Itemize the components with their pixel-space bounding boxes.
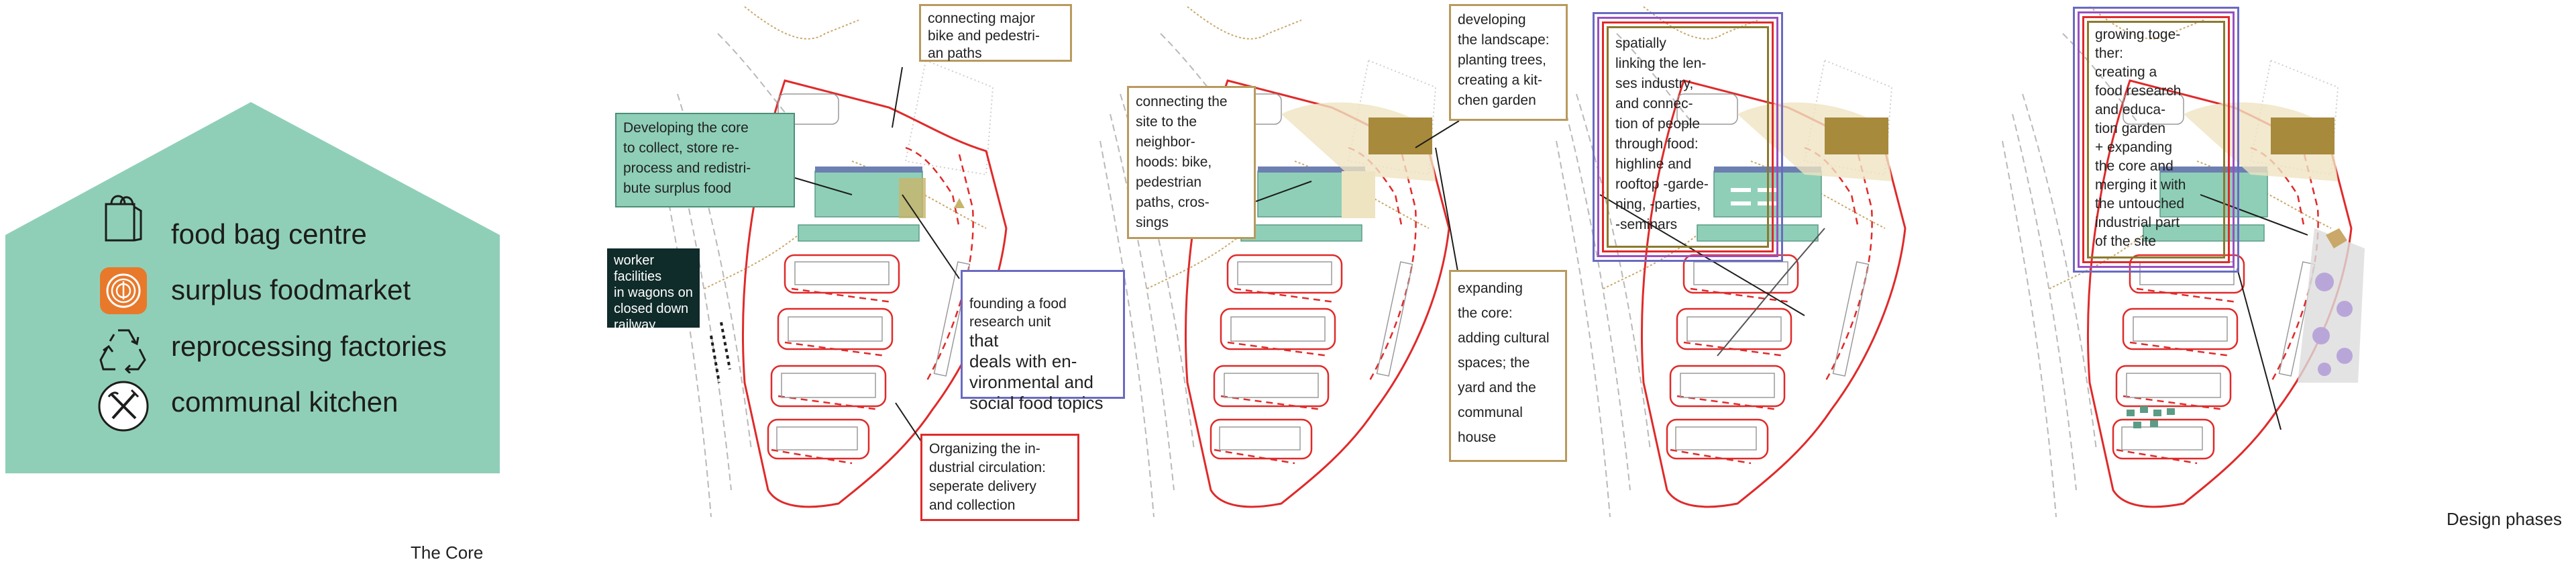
core-item-surplus-foodmarket: surplus foodmarket [171, 274, 411, 305]
callout-growing: growing toge- ther: creating a food rese… [2095, 27, 2186, 249]
site-plan-phase-1 [656, 5, 1008, 518]
stack-border-olive [1607, 26, 1769, 248]
stack-border-purple [1597, 17, 1778, 257]
stack-border-red-4 [2082, 16, 2230, 263]
design-phases-caption: Design phases [2447, 509, 2562, 529]
recycle-icon [99, 329, 146, 373]
callout-landscape: developing the landscape: planting trees… [1449, 4, 1568, 121]
shopping-bag-icon [105, 195, 142, 242]
stack-border-red [1602, 21, 1774, 252]
callout-research-unit-small: founding a food research unit [969, 296, 1067, 330]
fork-knife-icon [98, 381, 149, 432]
stack-border-olive-4 [2087, 21, 2225, 258]
core-house-shape [5, 102, 500, 473]
callout-connecting-site: connecting the site to the neighbor- hoo… [1127, 86, 1256, 239]
site-plan-phase-2 [1099, 5, 1450, 518]
callout-developing-core: Developing the core to collect, store re… [615, 113, 795, 207]
core-item-food-bag-centre: food bag centre [171, 218, 367, 250]
callout-linking: spatially linking the len- ses industry,… [1615, 36, 1709, 232]
stack-border-blue [1593, 12, 1783, 262]
callout-research-unit: founding a food research unit that deals… [961, 270, 1125, 413]
core-item-reprocessing-factories: reprocessing factories [171, 330, 447, 362]
surplus-foodmarket-icon [100, 267, 147, 314]
callout-worker-facilities: worker facilities in wagons on closed do… [607, 248, 700, 332]
core-caption: The Core [411, 543, 484, 563]
site-plan-phase-3 [1555, 5, 1907, 518]
core-item-communal-kitchen: communal kitchen [171, 386, 398, 418]
callout-expanding-core: expanding the core: adding cultural spac… [1449, 270, 1567, 462]
stack-border-purple-4 [2078, 11, 2235, 268]
callout-connecting-paths: connecting major bike and pedestri- an p… [919, 4, 1072, 62]
callout-research-unit-large: that deals with en- vironmental and soci… [969, 330, 1104, 413]
stack-border-blue-4 [2073, 7, 2239, 273]
callout-industrial-circulation: Organizing the in- dustrial circulation:… [920, 434, 1079, 521]
site-plan-phase-4 [2001, 5, 2365, 518]
